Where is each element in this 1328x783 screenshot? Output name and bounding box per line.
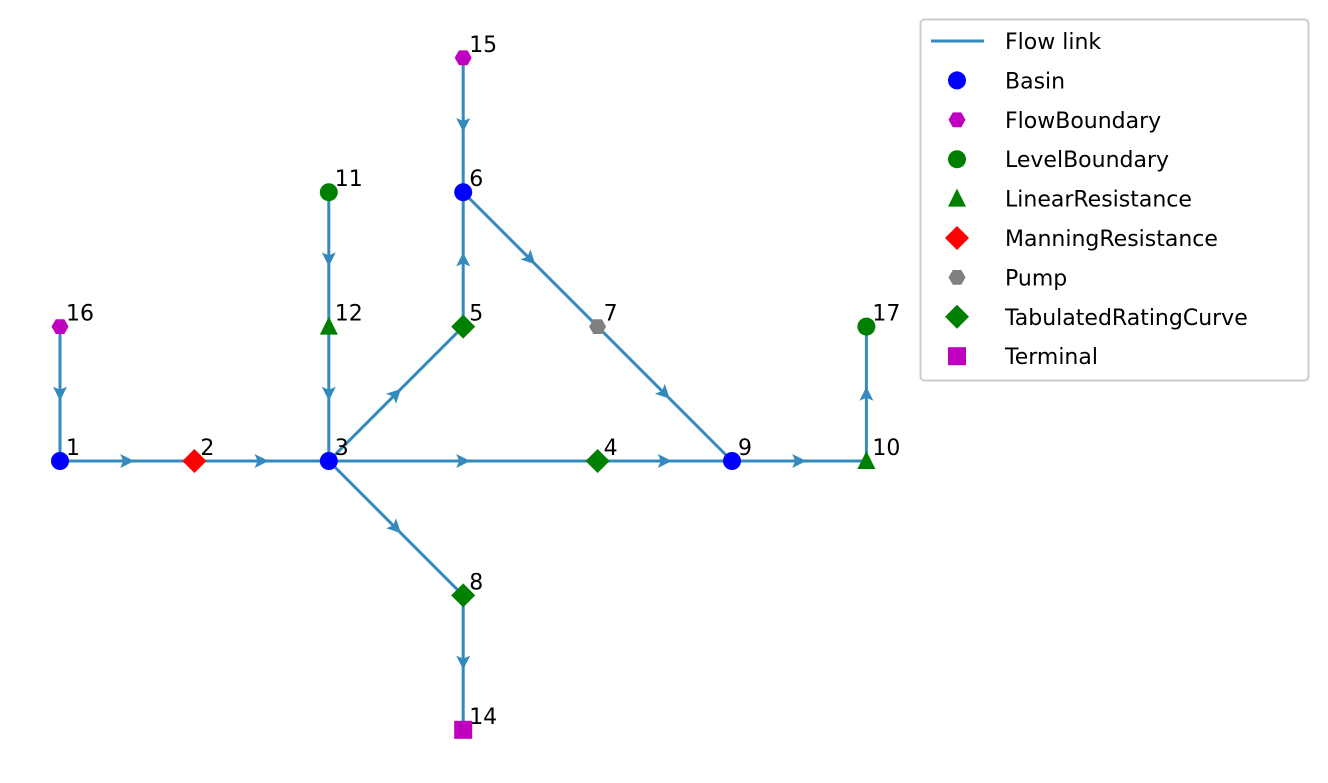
node-label: 10	[872, 436, 900, 461]
flow-arrow-icon	[456, 454, 471, 468]
node-label: 16	[66, 302, 94, 327]
flow-arrow-icon	[859, 386, 874, 401]
legend-marker-manningresistance	[945, 226, 969, 250]
node-label: 5	[469, 302, 483, 327]
legend-label: TabulatedRatingCurve	[1004, 306, 1248, 331]
flow-arrow-icon	[120, 454, 135, 468]
node-label: 15	[469, 33, 497, 58]
flow-arrow-icon	[321, 252, 336, 267]
node-levelboundary-17	[857, 317, 876, 336]
legend-label: LinearResistance	[1005, 188, 1192, 213]
legend-label: Flow link	[1005, 30, 1101, 55]
legend-label: ManningResistance	[1005, 227, 1218, 252]
node-label: 3	[335, 436, 349, 461]
flow-arrow-icon	[254, 454, 269, 468]
node-tabulatedratingcurve-4	[585, 449, 610, 473]
legend-frame	[919, 18, 1310, 382]
node-label: 14	[469, 705, 497, 730]
node-basin-9	[723, 452, 741, 470]
legend-marker-flowboundary	[948, 112, 966, 128]
legend-marker-levelboundary	[948, 150, 966, 169]
legend-label: LevelBoundary	[1005, 148, 1169, 173]
flow-arrow-icon	[792, 454, 807, 468]
node-pump-7	[589, 319, 607, 334]
node-linearresistance-12	[319, 316, 338, 335]
node-label: 17	[872, 302, 900, 327]
flow-arrow-icon	[456, 118, 471, 132]
legend-marker-terminal	[948, 347, 966, 366]
node-linearresistance-10	[857, 451, 876, 469]
legend-marker-basin	[948, 71, 966, 90]
flow-arrow-icon	[520, 249, 536, 265]
legend-label: Pump	[1005, 266, 1067, 291]
node-terminal-14	[454, 720, 473, 739]
flow-links	[53, 57, 874, 730]
flow-arrow-icon	[456, 655, 471, 670]
node-label: 1	[66, 436, 80, 461]
flow-arrow-icon	[321, 386, 336, 401]
node-flowboundary-15	[454, 50, 472, 66]
node-basin-6	[454, 183, 473, 202]
legend-label: Terminal	[1004, 345, 1098, 370]
node-label: 4	[604, 436, 618, 461]
flow-arrow-icon	[456, 252, 471, 267]
flow-arrow-icon	[657, 454, 672, 468]
node-label: 7	[604, 302, 618, 327]
legend: Flow linkBasinFlowBoundaryLevelBoundaryL…	[919, 18, 1310, 382]
node-levelboundary-11	[319, 183, 338, 202]
node-flowboundary-16	[51, 319, 69, 334]
node-label: 6	[469, 167, 483, 192]
node-tabulatedratingcurve-8	[451, 583, 476, 608]
legend-label: Basin	[1005, 69, 1065, 94]
legend-label: FlowBoundary	[1005, 109, 1161, 134]
flow-arrow-icon	[386, 388, 401, 404]
flow-arrow-icon	[654, 383, 670, 399]
flow-arrow-icon	[53, 386, 67, 401]
node-label: 11	[335, 167, 363, 192]
legend-marker-tabulatedratingcurve	[945, 304, 969, 329]
legend-marker-pump	[948, 270, 966, 285]
node-label: 8	[469, 570, 483, 595]
node-label: 9	[738, 436, 752, 461]
node-manningresistance-2	[182, 449, 207, 473]
node-tabulatedratingcurve-5	[451, 314, 476, 339]
flow-arrow-icon	[386, 518, 401, 534]
legend-marker-linearresistance	[948, 188, 966, 207]
node-basin-3	[319, 452, 338, 470]
node-label: 2	[200, 436, 214, 461]
node-basin-1	[51, 452, 69, 470]
node-label: 12	[335, 302, 363, 327]
